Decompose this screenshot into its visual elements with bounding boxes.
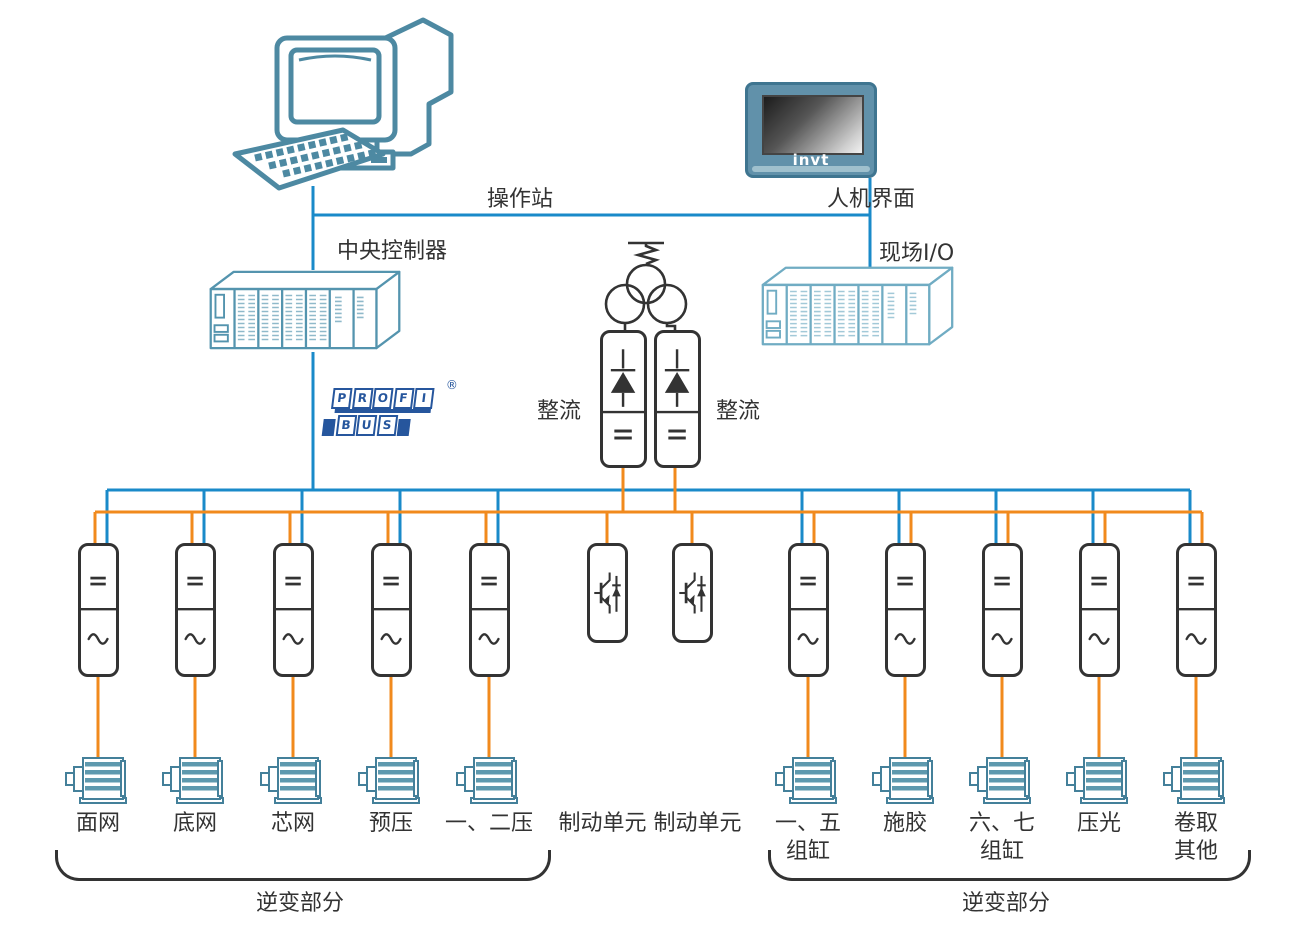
registered-mark: ® [445,378,458,392]
drive-label-mianwang: 面网 [75,811,120,836]
brake-units-label: 制动单元 制动单元 [558,811,742,836]
drive-label-shijiao: 施胶 [882,811,927,836]
operator-station-computer-icon [225,8,475,194]
hmi-bottom-strip [752,166,870,172]
motor-icon [775,753,841,805]
drive-label-yuya: 预压 [368,811,413,836]
inverter-unit-icon [371,543,412,677]
profibus-letter: I [412,388,435,409]
field-io-rack-icon [755,262,960,350]
motor-icon [969,753,1035,805]
brake-unit-icon [672,543,713,643]
drive-label-yaguang: 压光 [1076,811,1121,836]
hmi-panel-icon: invt [745,82,877,178]
rectifier-unit-icon [654,330,701,468]
motor-icon [162,753,228,805]
comm-network-lines [105,178,1192,543]
inverter-unit-icon [175,543,216,677]
right-group-label: 逆变部分 [961,891,1050,916]
inverter-unit-icon [982,543,1023,677]
drive-label-diwang: 底网 [172,811,217,836]
profibus-logo: ® P R O F I B U S [321,378,458,446]
left-group-brace [55,850,551,881]
central-controller-label: 中央控制器 [337,239,448,264]
right-group-brace [768,850,1251,881]
field-io-label: 现场I/O [879,241,955,266]
profibus-letter: F [392,388,415,409]
profibus-letter: B [335,414,357,436]
dc-bus-lines [93,468,1204,757]
central-controller-rack-icon [205,266,405,354]
hmi-label: 人机界面 [827,187,916,212]
motor-icon [65,753,131,805]
drive-label-xinwang: 芯网 [270,811,315,836]
brake-unit-icon [587,543,628,643]
inverter-unit-icon [1079,543,1120,677]
transformer-icon [604,241,688,330]
rectifier-right-label: 整流 [716,399,761,424]
hmi-screen [762,95,864,155]
inverter-unit-icon [469,543,510,677]
profibus-letter: U [355,414,378,436]
hmi-brand-logo: invt [792,151,830,169]
drive-label-liuqizugang: 六、七 组缸 [968,811,1035,864]
operator-station-label: 操作站 [487,187,554,212]
inverter-unit-icon [1176,543,1217,677]
profibus-letter: R [351,388,374,409]
motor-icon [456,753,522,805]
inverter-unit-icon [78,543,119,677]
left-group-label: 逆变部分 [255,891,344,916]
motor-icon [1066,753,1132,805]
drive-label-yierya: 一、二压 [444,811,533,836]
profibus-letter: S [376,414,398,436]
inverter-unit-icon [885,543,926,677]
rectifier-unit-icon [600,330,647,468]
profibus-letter: O [371,388,394,409]
rectifier-left-label: 整流 [537,399,582,424]
motor-icon [358,753,424,805]
inverter-unit-icon [788,543,829,677]
motor-icon [872,753,938,805]
motor-icon [260,753,326,805]
drive-label-yiwuzugang: 一、五 组缸 [774,811,841,864]
inverter-unit-icon [273,543,314,677]
profibus-letter: P [330,388,353,409]
drive-label-juanqu: 卷取 其他 [1173,811,1218,864]
motor-icon [1163,753,1229,805]
